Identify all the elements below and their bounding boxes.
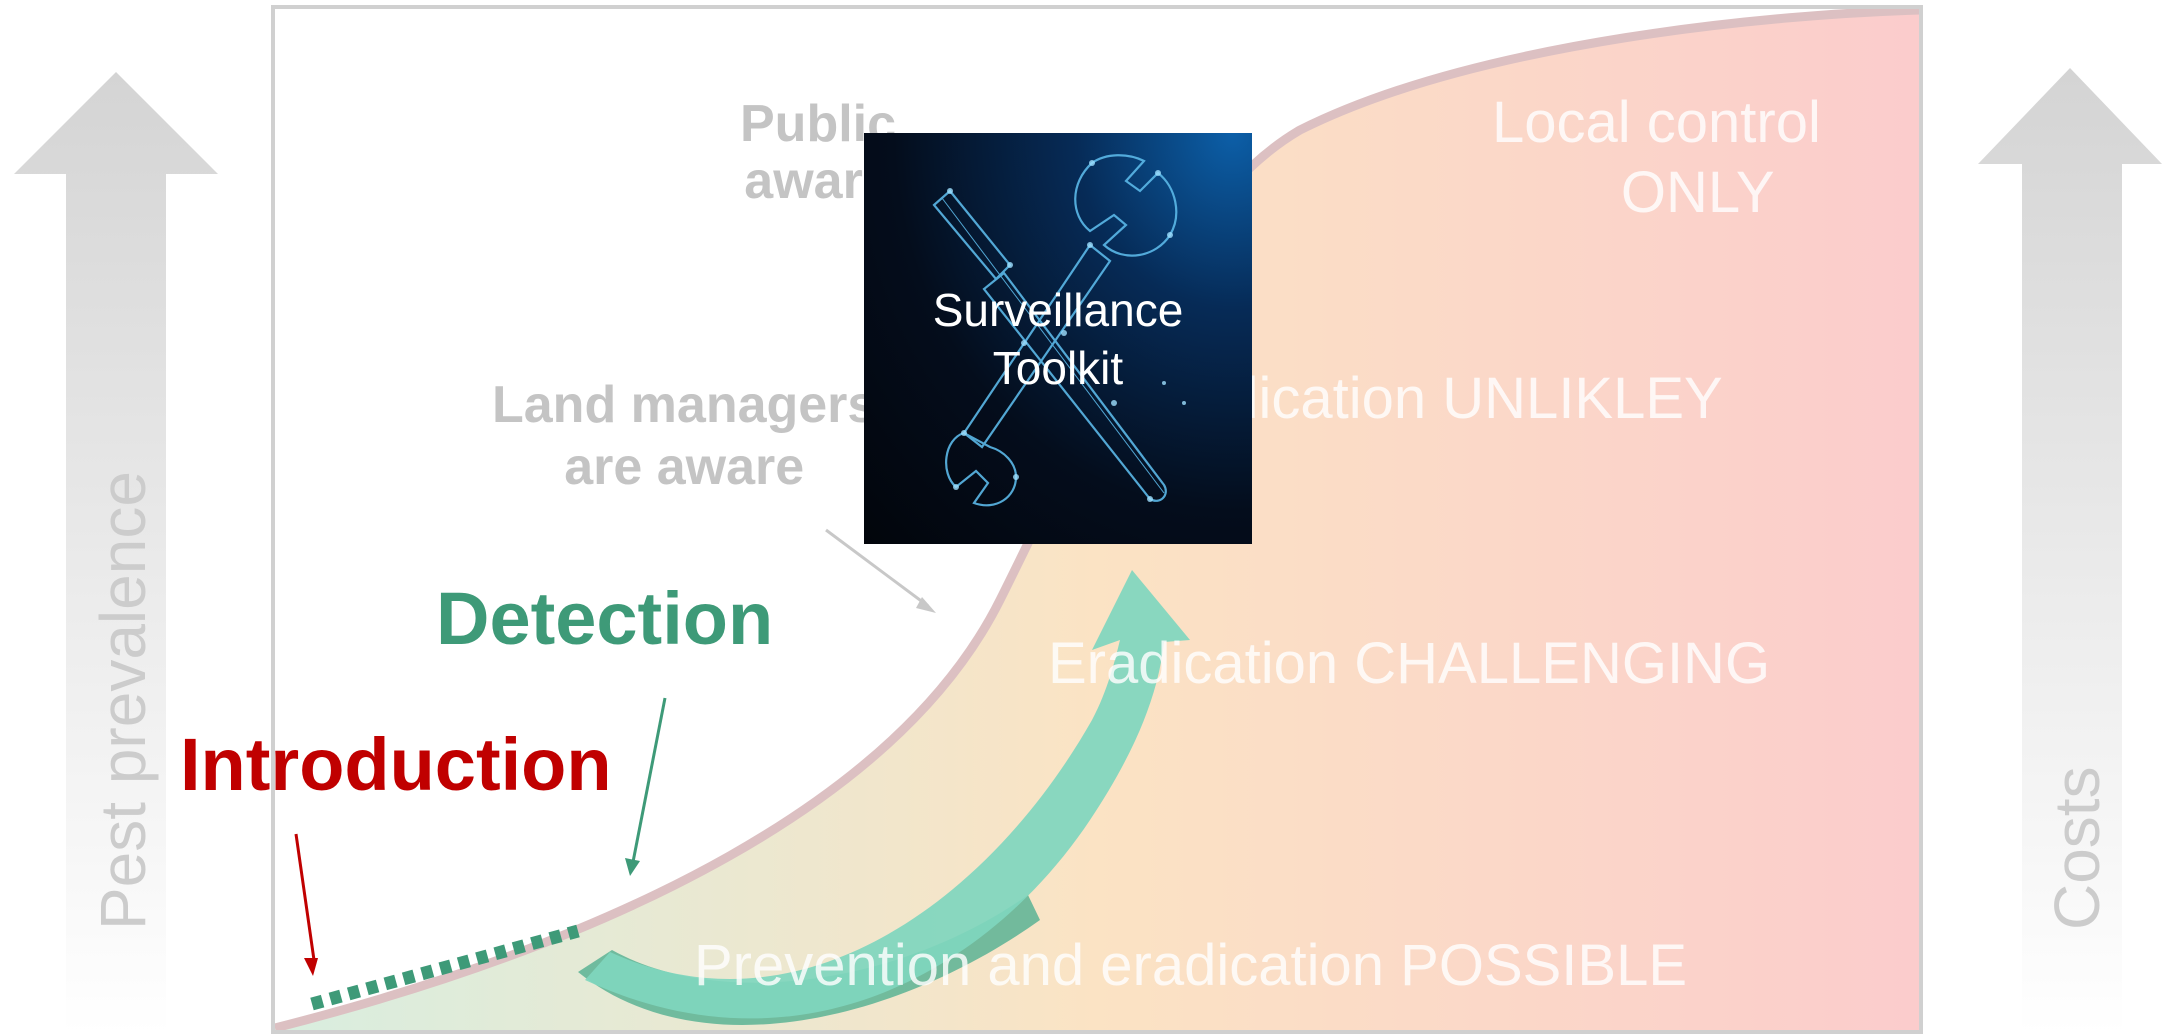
toolkit-curved-arrow	[585, 570, 1190, 1019]
eradication-challenging-label: Eradication CHALLENGING	[1048, 631, 1771, 696]
land-managers-pointer-head	[916, 597, 936, 613]
land-managers-pointer-line	[825, 528, 929, 608]
introduction-pointer-line	[294, 833, 316, 961]
local-control-label: Local control ONLY	[1492, 90, 1821, 225]
costs-axis-arrow	[1978, 68, 2162, 1035]
prevention-possible-label: Prevention and eradication POSSIBLE	[694, 933, 1688, 998]
crossed-wrench-and-screwdriver-icon	[932, 154, 1186, 507]
detection-lag-dotted-line	[310, 924, 580, 1011]
prevalence-axis-arrow	[14, 72, 218, 1035]
surveillance-toolkit-card[interactable]: Surveillance Toolkit	[864, 133, 1252, 544]
diagram-frame	[271, 5, 1923, 1034]
introduction-pointer-head	[304, 958, 318, 976]
pest-prevalence-axis-label: Pest prevalence	[87, 471, 159, 930]
detection-label: Detection	[436, 577, 774, 660]
land-managers-aware-label: Land managers are aware	[492, 376, 877, 497]
introduction-label: Introduction	[180, 723, 612, 806]
toolkit-title: Surveillance Toolkit	[932, 284, 1184, 394]
costs-axis-label: Costs	[2041, 766, 2113, 930]
detection-pointer-head	[625, 858, 640, 876]
detection-pointer-line	[631, 697, 667, 863]
